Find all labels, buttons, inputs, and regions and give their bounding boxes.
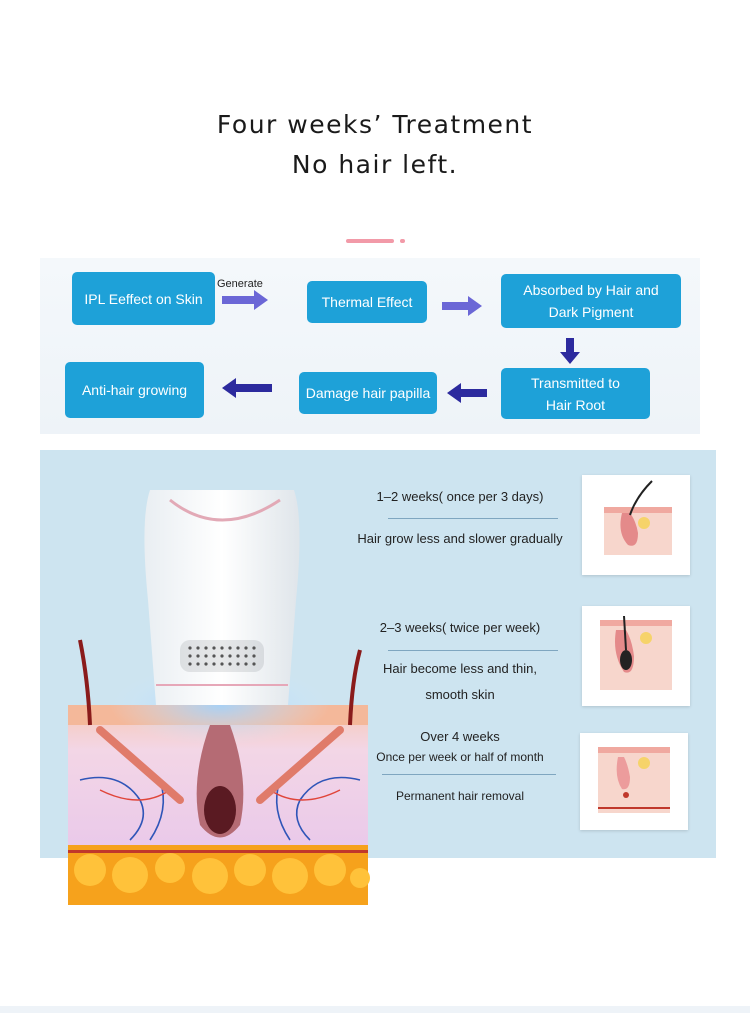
hair-follicle-icon — [604, 480, 672, 555]
stage-3-divider — [382, 774, 556, 775]
page-footer-strip — [0, 1006, 750, 1013]
arrow-left-icon — [447, 383, 487, 403]
flow-step-ipl-effect: IPL Eeffect on Skin — [72, 272, 215, 325]
hair-follicle-icon — [598, 747, 670, 813]
stage-1-skin-thumbnail — [582, 475, 690, 575]
stage-3-description: Permanent hair removal — [395, 789, 525, 803]
stage-2-skin-thumbnail — [582, 606, 690, 706]
flow-step-transmitted: Transmitted to Hair Root — [501, 368, 650, 419]
arrow-right-icon — [222, 290, 268, 310]
flow-step-label: Damage hair papilla — [305, 385, 431, 401]
flow-step-thermal-effect: Thermal Effect — [307, 281, 427, 323]
page-title-line1: Four weeks’ Treatment — [216, 110, 534, 139]
stage-2-description-2: smooth skin — [425, 687, 495, 702]
stage-3-subheading: Once per week or half of month — [376, 750, 544, 764]
flow-step-label: Hair Root — [545, 396, 606, 413]
arrow-down-icon — [560, 338, 580, 364]
stage-2-description: Hair become less and thin, — [383, 661, 537, 676]
flow-step-label: IPL Eeffect on Skin — [84, 290, 203, 307]
ipl-device-skin-illustration — [68, 490, 370, 905]
arrow-left-icon — [222, 378, 272, 398]
decorative-dash — [346, 239, 394, 243]
arrow-right-icon — [442, 296, 482, 316]
stage-3-heading: Over 4 weeks — [420, 729, 500, 744]
flow-step-label: Thermal Effect — [321, 294, 413, 310]
flow-step-label: Anti-hair growing — [81, 382, 188, 398]
stage-3-skin-thumbnail — [580, 733, 688, 830]
flow-step-absorbed: Absorbed by Hair and Dark Pigment — [501, 274, 681, 328]
flow-step-anti-hair: Anti-hair growing — [65, 362, 204, 418]
decorative-dot — [400, 239, 405, 243]
hair-follicle-icon — [600, 615, 672, 690]
stage-1-heading: 1–2 weeks( once per 3 days) — [376, 489, 544, 504]
flow-step-label: Absorbed by Hair and — [523, 282, 659, 298]
stage-1-description: Hair grow less and slower gradually — [357, 531, 563, 546]
flow-step-label: Transmitted to — [531, 374, 620, 391]
flow-step-damage-papilla: Damage hair papilla — [299, 372, 437, 414]
stage-2-heading: 2–3 weeks( twice per week) — [379, 620, 541, 635]
stage-1-divider — [388, 518, 558, 519]
flow-step-label: Dark Pigment — [548, 304, 634, 320]
stage-2-divider — [388, 650, 558, 651]
generate-label: Generate — [217, 278, 263, 290]
page-title-line2: No hair left. — [291, 150, 459, 179]
